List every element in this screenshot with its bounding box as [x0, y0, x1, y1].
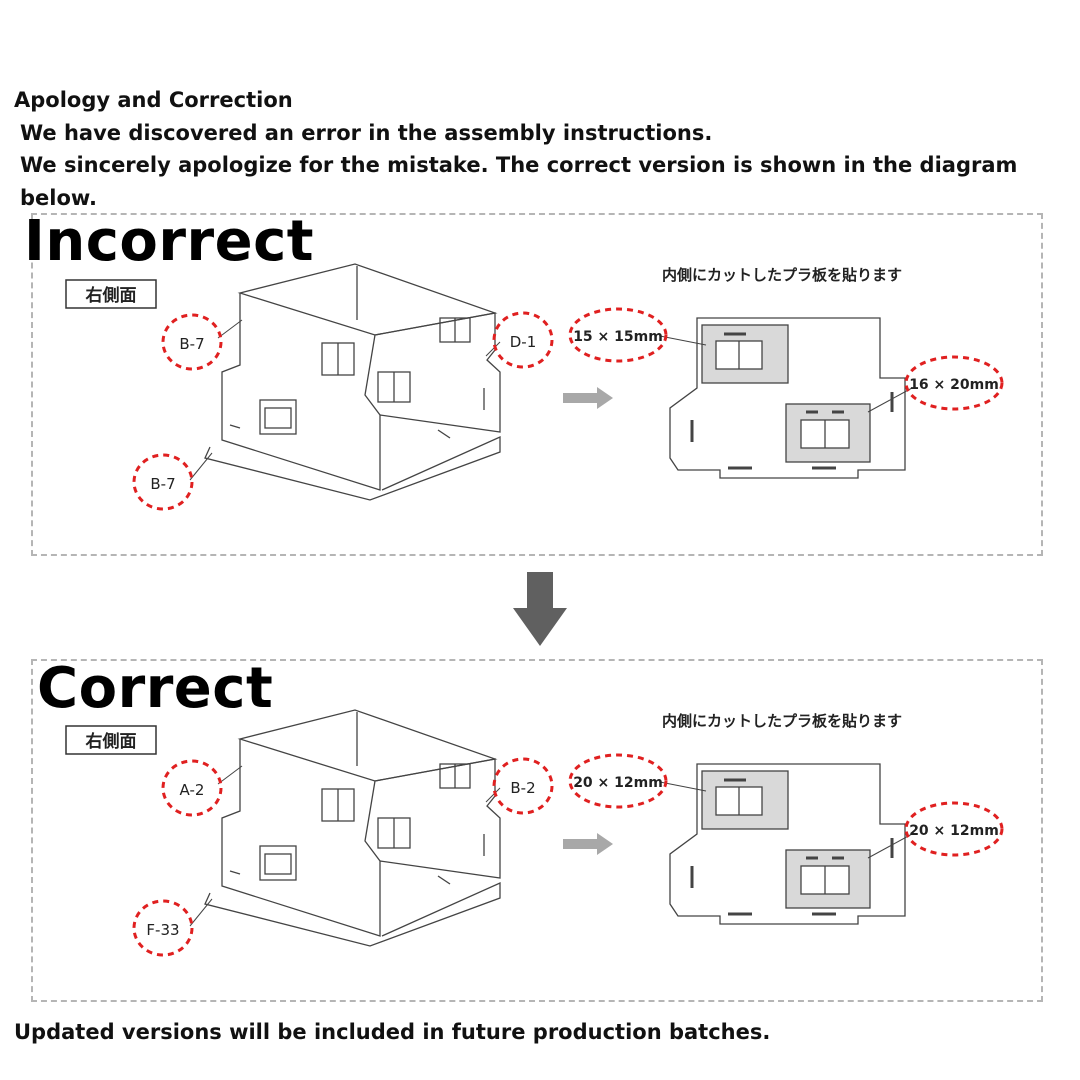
down-arrow-icon: [513, 572, 567, 646]
incorrect-figure: 右側面 内側にカットしたプラ板を貼ります B-7 D-1 B-7 15 × 15…: [65, 263, 1004, 511]
side-arrow-icon: [563, 387, 613, 409]
correct-dim-2: 20 × 12mm: [909, 823, 999, 839]
footer-note: Updated versions will be included in fut…: [14, 1020, 771, 1044]
correct-part-1: A-2: [180, 781, 205, 799]
correct-view-label: 右側面: [86, 731, 137, 752]
incorrect-part-3: B-7: [150, 475, 175, 493]
correct-panel: [31, 659, 1043, 1002]
incorrect-heading: Incorrect: [24, 209, 315, 274]
correct-part-2: B-2: [510, 779, 535, 797]
incorrect-part-2: D-1: [510, 333, 537, 351]
notice-line-1: We have discovered an error in the assem…: [20, 120, 713, 145]
incorrect-view-label: 右側面: [86, 285, 137, 306]
incorrect-part-1: B-7: [179, 335, 204, 353]
notice-title: Apology and Correction: [14, 88, 293, 112]
side-arrow-icon: [563, 833, 613, 855]
incorrect-dim-2: 16 × 20mm: [909, 377, 999, 393]
correct-figure: 右側面 内側にカットしたプラ板を貼ります A-2 B-2 F-33 20 × 1…: [65, 709, 1004, 957]
correct-part-3: F-33: [146, 921, 179, 939]
notice-line-2: We sincerely apologize for the mistake. …: [20, 153, 1018, 210]
incorrect-panel: [31, 213, 1043, 556]
notice: Apology and Correction We have discovere…: [14, 84, 1080, 214]
correct-dim-1: 20 × 12mm: [573, 775, 663, 791]
incorrect-instruction: 内側にカットしたプラ板を貼ります: [662, 266, 902, 284]
incorrect-dim-1: 15 × 15mm: [573, 329, 663, 345]
correct-heading: Correct: [37, 656, 274, 721]
correct-instruction: 内側にカットしたプラ板を貼ります: [662, 712, 902, 730]
